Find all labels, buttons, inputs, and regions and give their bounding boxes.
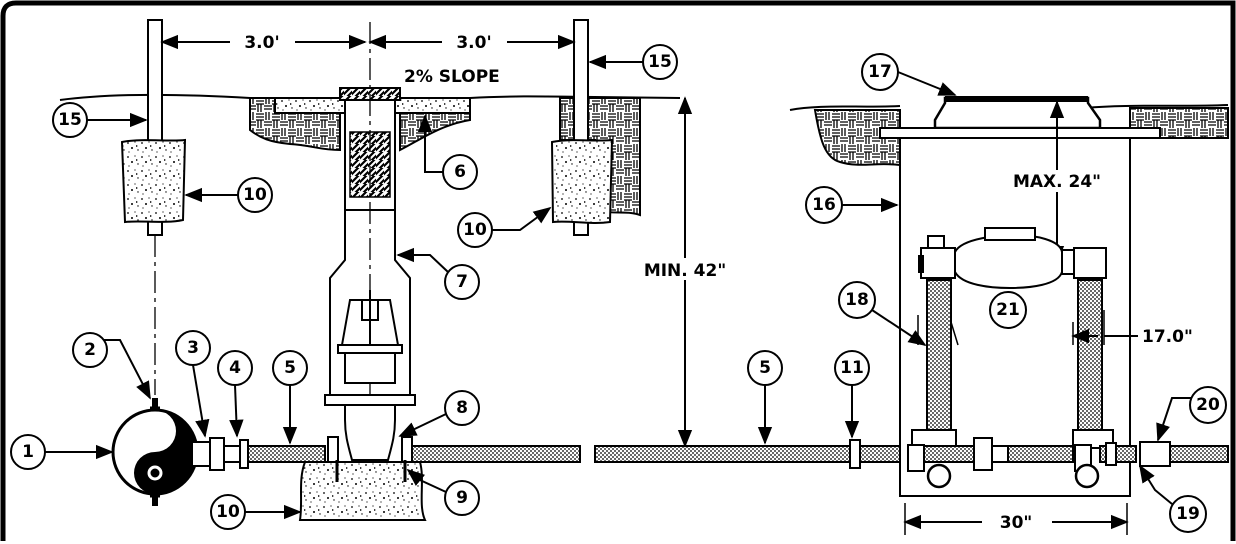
callout-7: 7 — [456, 272, 468, 292]
slope-label: 2% SLOPE — [404, 67, 500, 87]
dim-left-spacing: 3.0' — [244, 33, 279, 53]
meter-box-lid — [933, 96, 1102, 130]
callout-11: 11 — [840, 358, 864, 378]
post-footing-right — [550, 138, 614, 224]
dim-min-depth: MIN. 42" — [644, 261, 726, 281]
dim-box-width: 30" — [1000, 513, 1033, 533]
callout-3: 3 — [187, 338, 199, 358]
callout-5-left: 5 — [284, 358, 296, 378]
callout-21: 21 — [996, 300, 1020, 320]
callout-8: 8 — [456, 398, 468, 418]
callout-15-left: 15 — [58, 110, 82, 130]
dim-riser-spacing: 17.0" — [1142, 327, 1193, 347]
callout-10-right: 10 — [463, 220, 487, 240]
main-pipe-mid — [411, 445, 581, 463]
callout-18: 18 — [845, 290, 869, 310]
callout-5-right: 5 — [759, 358, 771, 378]
callout-16: 16 — [812, 195, 836, 215]
dim-max-depth: MAX. 24" — [1013, 172, 1101, 192]
grade-line-meter-right — [1084, 104, 1229, 109]
post-footing-left — [120, 138, 187, 224]
callout-19: 19 — [1176, 504, 1200, 524]
water-meter — [954, 233, 1063, 290]
main-pipe-left — [239, 445, 326, 463]
callout-6: 6 — [454, 162, 466, 182]
riser-right — [1077, 279, 1103, 441]
soil-meter-left — [813, 109, 901, 167]
callout-20: 20 — [1196, 395, 1220, 415]
callout-1: 1 — [22, 442, 34, 462]
callout-10-left: 10 — [243, 185, 267, 205]
grade-line-meter-left — [789, 105, 901, 111]
callout-15-right: 15 — [648, 52, 672, 72]
callout-2: 2 — [84, 340, 96, 360]
service-pipe-out — [1169, 445, 1229, 463]
callout-17: 17 — [868, 62, 892, 82]
dim-right-spacing: 3.0' — [456, 33, 491, 53]
main-pipe-right — [594, 445, 851, 463]
callout-4: 4 — [229, 358, 241, 378]
callout-9: 9 — [456, 488, 468, 508]
riser-left — [926, 279, 952, 441]
callout-10-bottom: 10 — [216, 502, 240, 522]
